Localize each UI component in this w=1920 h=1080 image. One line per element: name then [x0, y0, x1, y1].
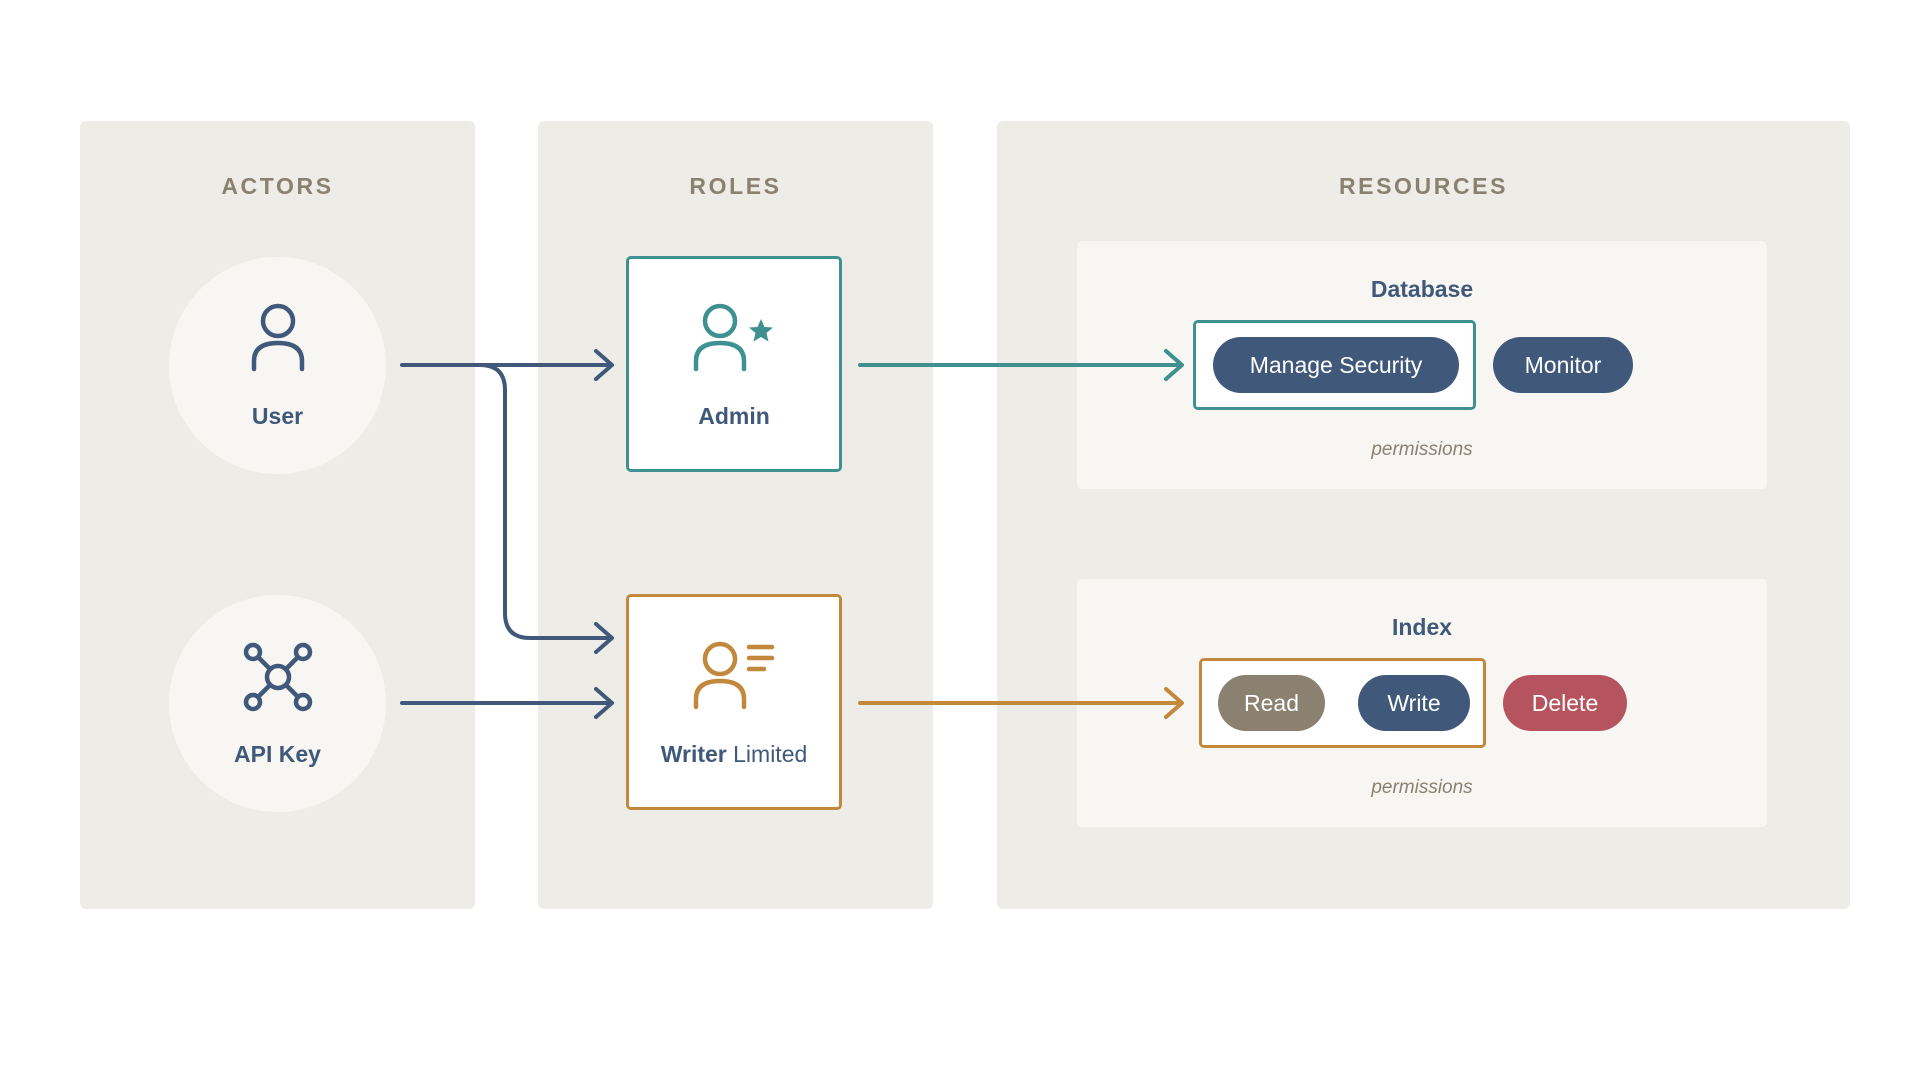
actor-user[interactable]: User [169, 257, 386, 474]
role-admin[interactable]: Admin [626, 256, 842, 472]
roles-heading: ROLES [689, 173, 782, 199]
person-star-icon [693, 303, 773, 372]
actors-lane: ACTORS User API Key [80, 121, 475, 909]
permission-monitor[interactable]: Monitor [1493, 337, 1633, 393]
role-writer-limited[interactable]: Writer Limited [626, 594, 842, 810]
resource-index-title: Index [1391, 614, 1453, 640]
resource-database: Database Manage Security Monitor permiss… [1077, 241, 1767, 489]
permission-write[interactable]: Write [1358, 675, 1470, 731]
resource-index: Index Read Write Delete permissions [1077, 579, 1767, 827]
role-writer-label-light: Limited [733, 741, 808, 767]
database-permissions-caption: permissions [1371, 439, 1473, 460]
role-admin-label-text: Admin [698, 403, 770, 429]
resources-heading: RESOURCES [1338, 173, 1509, 199]
permission-manage-security[interactable]: Manage Security [1213, 337, 1459, 393]
permission-delete[interactable]: Delete [1503, 675, 1627, 731]
index-permissions-caption: permissions [1371, 777, 1473, 798]
role-writer-label-strong: Writer [660, 741, 727, 767]
actor-user-label: User [251, 403, 304, 429]
roles-lane: ROLES Admin Writer Limited [538, 121, 933, 909]
actor-api-key[interactable]: API Key [169, 595, 386, 812]
role-admin-label: Admin [629, 403, 839, 430]
person-lines-icon [693, 641, 775, 710]
resource-database-title: Database [1370, 276, 1474, 302]
role-writer-label: Writer Limited [629, 741, 839, 768]
actors-heading: ACTORS [221, 173, 334, 199]
permission-read[interactable]: Read [1218, 675, 1325, 731]
resources-lane: RESOURCES Database Manage Security Monit… [997, 121, 1850, 909]
network-nodes-icon [243, 642, 312, 712]
actor-api-key-label: API Key [234, 741, 321, 767]
person-icon [251, 303, 304, 372]
